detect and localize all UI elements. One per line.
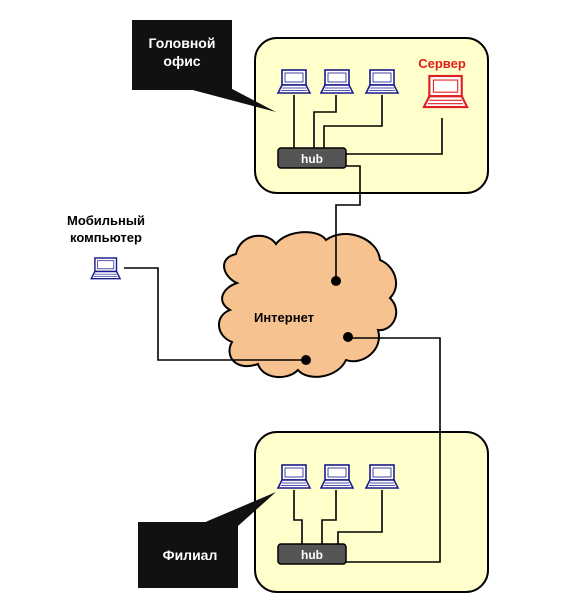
hub-branch: hub — [277, 543, 347, 565]
head-office-callout: Головной офис — [132, 20, 276, 112]
workstation-2-icon — [320, 69, 354, 94]
branch-callout: Филиал — [138, 492, 276, 588]
head-office-label-2: офис — [163, 53, 200, 69]
head-office-label: Головной — [149, 35, 216, 51]
workstation-1-icon — [277, 69, 311, 94]
mobile-link — [124, 267, 306, 361]
head-office-wiring — [293, 95, 443, 278]
workstation-3-icon — [365, 69, 399, 94]
hub-head-office-label: hub — [301, 152, 323, 166]
hub-head-office: hub — [277, 147, 347, 169]
branch-workstations — [277, 464, 399, 489]
internet-cloud — [218, 231, 398, 379]
head-office-workstations — [277, 69, 399, 94]
branch-wiring — [293, 490, 383, 544]
branch-connection-point — [343, 332, 353, 342]
server-label: Сервер — [418, 56, 466, 71]
mobile-laptop-icon — [90, 257, 121, 280]
branch-office-box — [254, 431, 489, 593]
branch-label: Филиал — [163, 547, 218, 563]
branch-workstation-1-icon — [277, 464, 311, 489]
internet-label: Интернет — [254, 310, 314, 325]
branch-workstation-3-icon — [365, 464, 399, 489]
mobile-connection-point — [301, 355, 311, 365]
mobile-label: Мобильный — [67, 213, 145, 228]
mobile-label-2: компьютер — [70, 230, 142, 245]
branch-internet-link — [344, 337, 441, 563]
server-icon — [422, 74, 469, 109]
hub-branch-label: hub — [301, 548, 323, 562]
head-office-connection-point — [331, 276, 341, 286]
branch-workstation-2-icon — [320, 464, 354, 489]
